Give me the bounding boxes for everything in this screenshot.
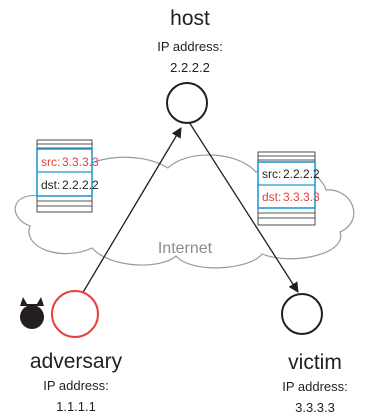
packet-reply: src: 2.2.2.2 dst: 3.3.3.3 <box>257 151 320 226</box>
arrow-host-to-victim <box>188 121 299 293</box>
adversary-ip: 1.1.1.1 <box>56 399 96 414</box>
host-name: host <box>170 7 210 30</box>
packet-reply-dst-label: dst: <box>262 190 281 204</box>
victim-node <box>281 293 323 335</box>
victim-ip: 3.3.3.3 <box>295 400 335 415</box>
victim-name: victim <box>288 351 342 374</box>
packet-sent: src: 3.3.3.3 dst: 2.2.2.2 <box>36 139 99 213</box>
host-node <box>166 82 208 124</box>
packet-reply-dst: 3.3.3.3 <box>283 190 320 204</box>
packet-sent-dst: 2.2.2.2 <box>62 178 99 192</box>
packet-reply-src: 2.2.2.2 <box>283 167 320 181</box>
devil-icon <box>20 297 44 329</box>
adversary-ip-label: IP address: <box>43 378 109 393</box>
internet-label: Internet <box>158 240 213 257</box>
packet-sent-dst-label: dst: <box>41 178 60 192</box>
adversary-node <box>51 290 99 338</box>
packet-sent-src: 3.3.3.3 <box>62 155 99 169</box>
packet-sent-src-label: src: <box>41 155 60 169</box>
host-ip-label: IP address: <box>157 39 223 54</box>
host-ip: 2.2.2.2 <box>170 60 210 75</box>
victim-ip-label: IP address: <box>282 379 348 394</box>
adversary-name: adversary <box>30 350 123 373</box>
packet-reply-src-label: src: <box>262 167 281 181</box>
arrow-adversary-to-host <box>81 127 182 295</box>
